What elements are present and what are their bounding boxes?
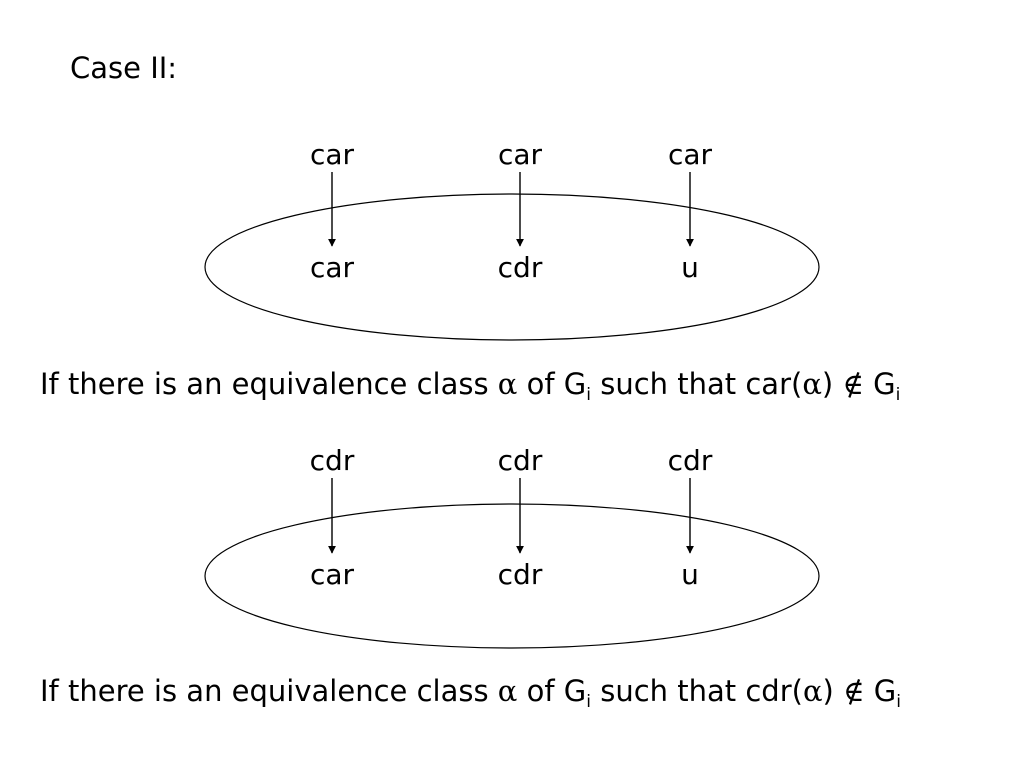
not-element-of-symbol: ∉ [842,367,864,401]
subscript-i: i [895,385,901,405]
subscript-i: i [586,692,591,712]
diagram2-caption-g: G [864,674,897,708]
diagram2-caption: If there is an equivalence class α of Gi… [40,674,901,711]
diagram1-bottom-label-3: u [681,251,699,284]
diagram1-caption-prefix: If there is an equivalence class [40,367,498,401]
alpha-symbol: α [497,674,518,708]
diagram1-bottom-label-1: car [309,251,355,284]
diagram2-bottom-label-2: cdr [497,558,543,591]
diagram2-caption-of: of G [517,674,587,708]
alpha-symbol: α [802,367,822,401]
diagram2-ellipse [204,503,820,649]
alpha-symbol: α [802,674,823,708]
subscript-i: i [896,692,901,712]
diagram1-caption-g: G [863,367,896,401]
diagram1-caption-such-that: such that car( [591,367,803,401]
diagram2-caption-such-that: such that cdr( [591,674,803,708]
subscript-i: i [586,385,591,405]
diagram2-top-label-2: cdr [497,444,543,477]
diagram2-caption-close: ) [822,674,844,708]
diagram1-ellipse [204,193,820,341]
diagram1-top-label-3: car [667,138,713,171]
diagram1-caption-close: ) [821,367,843,401]
diagram2-bottom-label-1: car [309,558,355,591]
diagram2-top-label-3: cdr [667,444,713,477]
diagram1-top-label-1: car [309,138,355,171]
diagram1-caption: If there is an equivalence class α of Gi… [40,367,900,404]
diagram1-top-label-2: car [497,138,543,171]
diagram1-caption-of: of G [517,367,587,401]
diagram2-bottom-label-3: u [681,558,699,591]
alpha-symbol: α [497,367,518,401]
diagram2-top-label-1: cdr [309,444,355,477]
diagram2-caption-prefix: If there is an equivalence class [40,674,498,708]
not-element-of-symbol: ∉ [843,674,865,708]
slide-title: Case II: [70,51,178,85]
diagram1-bottom-label-2: cdr [497,251,543,284]
